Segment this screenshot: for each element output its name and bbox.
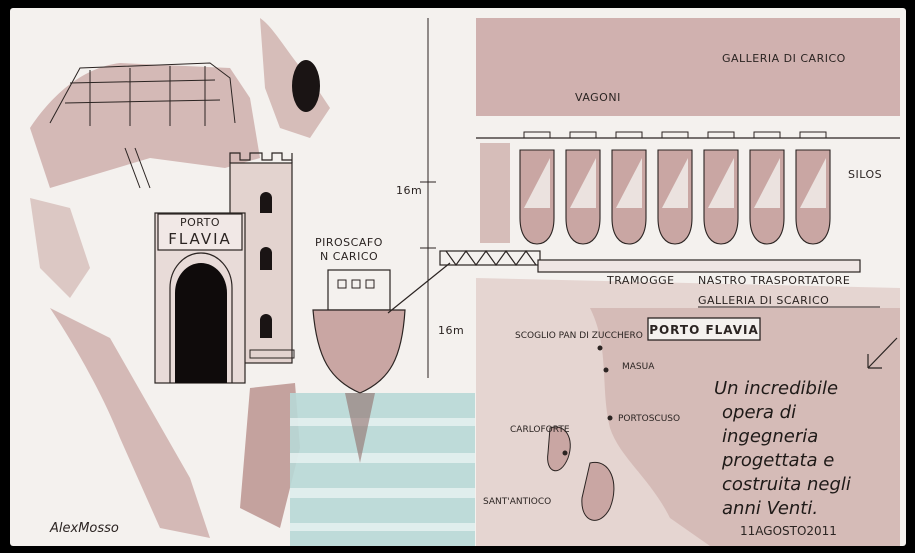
conveyor-bridge	[439, 249, 861, 273]
wagon-row	[523, 131, 827, 139]
wagon	[569, 131, 597, 139]
wagon	[615, 131, 643, 139]
sketchbook-sheet: PORTO FLAVIA PIROSCAFO N CARICO	[10, 8, 906, 546]
height-dimension	[420, 18, 436, 378]
note-line-3: ingegneria	[722, 426, 818, 447]
signature: AlexMosso	[49, 521, 119, 536]
note-line-5: costruita negli	[722, 474, 851, 495]
portal	[154, 212, 246, 384]
wagon	[753, 131, 781, 139]
sketch-drawing: PORTO FLAVIA PIROSCAFO N CARICO	[30, 18, 900, 546]
silo-highlight	[754, 158, 780, 208]
ship-label-1: PIROSCAFO	[315, 236, 383, 249]
map-title: PORTO FLAVIA	[649, 323, 759, 337]
wagon	[661, 131, 689, 139]
note-line-6: anni Venti.	[722, 498, 818, 519]
cave-opening	[292, 60, 320, 112]
gallery-bottom-label: GALLERIA DI SCARICO	[698, 294, 829, 307]
upper-building	[49, 62, 236, 189]
gallery-top-label: GALLERIA DI CARICO	[722, 52, 846, 65]
place-masua: MASUA	[622, 362, 655, 372]
height-lower: 16m	[438, 324, 464, 337]
wagon	[707, 131, 735, 139]
silos-label: SILOS	[848, 168, 882, 181]
hoppers-label: TRAMOGGE	[606, 274, 675, 287]
note-line-2: opera di	[722, 402, 796, 423]
conveyor-label: NASTRO TRASPORTATORE	[698, 274, 850, 287]
note-line-1: Un incredibile	[714, 378, 838, 399]
wagon	[523, 131, 551, 139]
wagon	[799, 131, 827, 139]
loading-chute	[387, 262, 451, 314]
cliff-wash	[30, 18, 330, 538]
height-upper: 16m	[396, 184, 422, 197]
sign-main: FLAVIA	[168, 230, 232, 248]
note-line-4: progettata e	[721, 450, 834, 471]
sign-top: PORTO	[180, 216, 220, 229]
silo-highlight	[616, 158, 642, 208]
silo-highlight	[524, 158, 550, 208]
place-portoscuso: PORTOSCUSO	[618, 414, 680, 424]
silo-highlight	[800, 158, 826, 208]
silo-highlight	[662, 158, 688, 208]
ship	[312, 269, 406, 463]
silo-highlight	[708, 158, 734, 208]
coast-map	[547, 308, 900, 546]
wagons-label: VAGONI	[575, 91, 621, 104]
silo-row	[519, 149, 831, 245]
ship-label-2: N CARICO	[320, 250, 378, 263]
sea-water	[290, 393, 475, 546]
silo-highlight	[570, 158, 596, 208]
place-santantioco: SANT'ANTIOCO	[483, 497, 551, 507]
note-date: 11AGOSTO2011	[740, 524, 837, 538]
arrow-icon	[867, 337, 898, 369]
map-title-box	[647, 317, 761, 341]
place-carloforte: CARLOFORTE	[510, 425, 570, 435]
place-scoglio: SCOGLIO PAN DI ZUCCHERO	[515, 331, 643, 341]
